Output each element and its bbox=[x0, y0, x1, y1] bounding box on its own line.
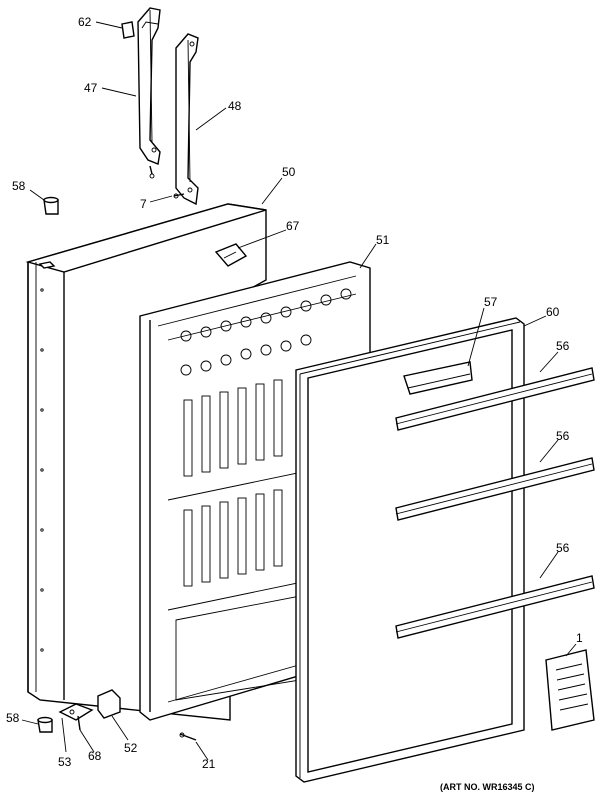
pin-21 bbox=[179, 732, 197, 741]
hinge-53 bbox=[58, 703, 94, 721]
label-50: 50 bbox=[282, 165, 296, 179]
door-handle-47 bbox=[137, 7, 161, 165]
label-68: 68 bbox=[88, 749, 102, 763]
bracket-67 bbox=[214, 243, 248, 267]
shelf-rail-56-bottom bbox=[395, 575, 595, 639]
shelf-rail-56-middle bbox=[395, 457, 595, 521]
label-56-bottom: 56 bbox=[556, 541, 570, 555]
handle-endcap-62 bbox=[121, 21, 135, 39]
label-67: 67 bbox=[286, 219, 300, 233]
label-48: 48 bbox=[228, 99, 242, 113]
label-47: 47 bbox=[84, 81, 98, 95]
label-58-bottom: 58 bbox=[6, 711, 20, 725]
hinge-cover-52 bbox=[97, 689, 121, 719]
label-56-middle: 56 bbox=[556, 429, 570, 443]
screw-top bbox=[149, 165, 155, 179]
shelf-rail-56-top bbox=[395, 367, 595, 431]
instruction-label-1 bbox=[545, 649, 595, 731]
label-57: 57 bbox=[484, 295, 498, 309]
label-60: 60 bbox=[546, 305, 560, 319]
door-stop-plug-58-bottom bbox=[37, 716, 53, 733]
label-7: 7 bbox=[140, 197, 147, 211]
label-51: 51 bbox=[376, 233, 390, 247]
screw-68 bbox=[77, 715, 81, 731]
label-62: 62 bbox=[78, 15, 92, 29]
door-handle-48 bbox=[175, 33, 199, 206]
label-58-top: 58 bbox=[12, 179, 26, 193]
label-1: 1 bbox=[576, 631, 583, 645]
label-56-top: 56 bbox=[556, 339, 570, 353]
screw-7 bbox=[173, 193, 185, 199]
nameplate-57 bbox=[403, 361, 473, 395]
door-stop-plug-58-top bbox=[43, 196, 59, 215]
label-52: 52 bbox=[124, 741, 138, 755]
label-53: 53 bbox=[58, 755, 72, 769]
door-gasket-60 bbox=[295, 317, 525, 783]
label-21: 21 bbox=[202, 757, 216, 771]
art-number: (ART NO. WR16345 C) bbox=[440, 782, 535, 792]
leader-lines bbox=[21, 21, 577, 761]
